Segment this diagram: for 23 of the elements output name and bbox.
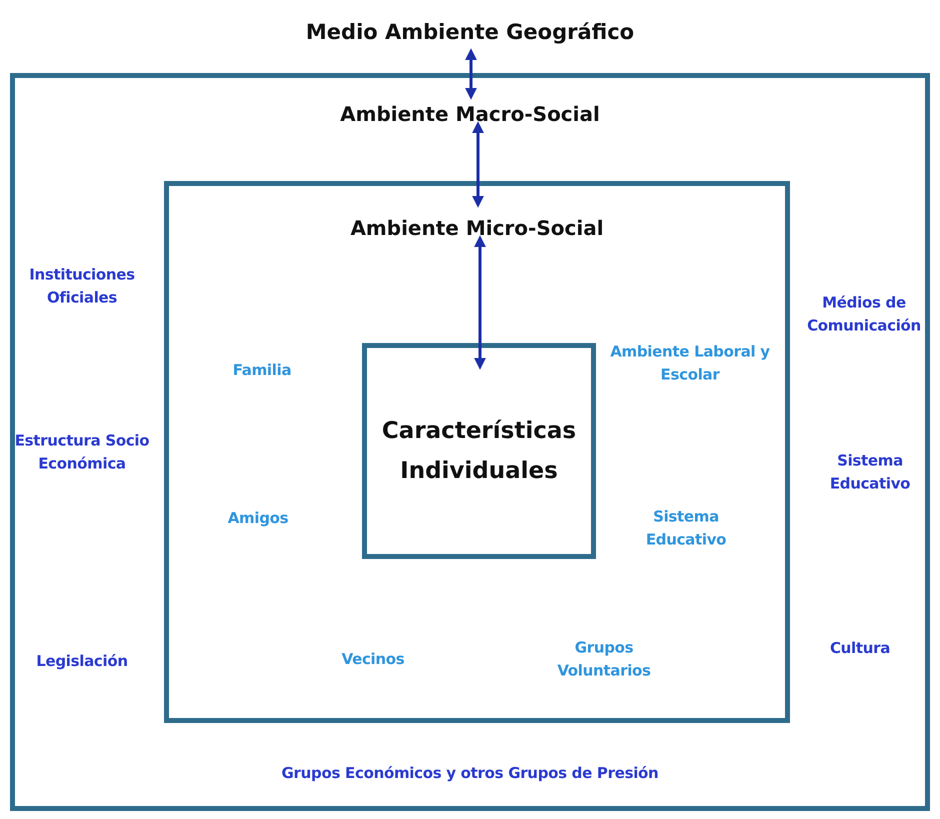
arrow [472,121,484,208]
box-label: Características Individuales [380,416,578,486]
arrow [465,48,477,100]
factor-label: Familia [232,360,292,381]
factor-label: Amigos [226,508,290,529]
arrow [474,235,486,370]
factor-label: Vecinos [340,648,406,670]
frame-box [362,343,596,559]
box-heading: Ambiente Macro-Social [339,102,601,126]
factor-label: Grupos Voluntarios [556,638,652,681]
heading-text: Medio Ambiente Geográfico [306,20,634,44]
factor-label: Sistema Educativo [644,506,728,550]
box-heading: Ambiente Micro-Social [349,216,605,240]
factor-label: Legislación [35,650,129,672]
factor-label: Instituciones Oficiales [28,264,136,308]
factor-label: Cultura [828,638,892,659]
frame-box [164,181,790,723]
factor-label: Sistema Educativo [828,450,912,494]
factor-label: Estructura Socio Económica [14,430,150,474]
frame-box [10,73,930,811]
factor-label: Médios de Comunicación [806,292,922,336]
factor-label: Grupos Económicos y otros Grupos de Presión [280,762,660,784]
factor-label: Ambiente Laboral y Escolar [609,342,771,385]
